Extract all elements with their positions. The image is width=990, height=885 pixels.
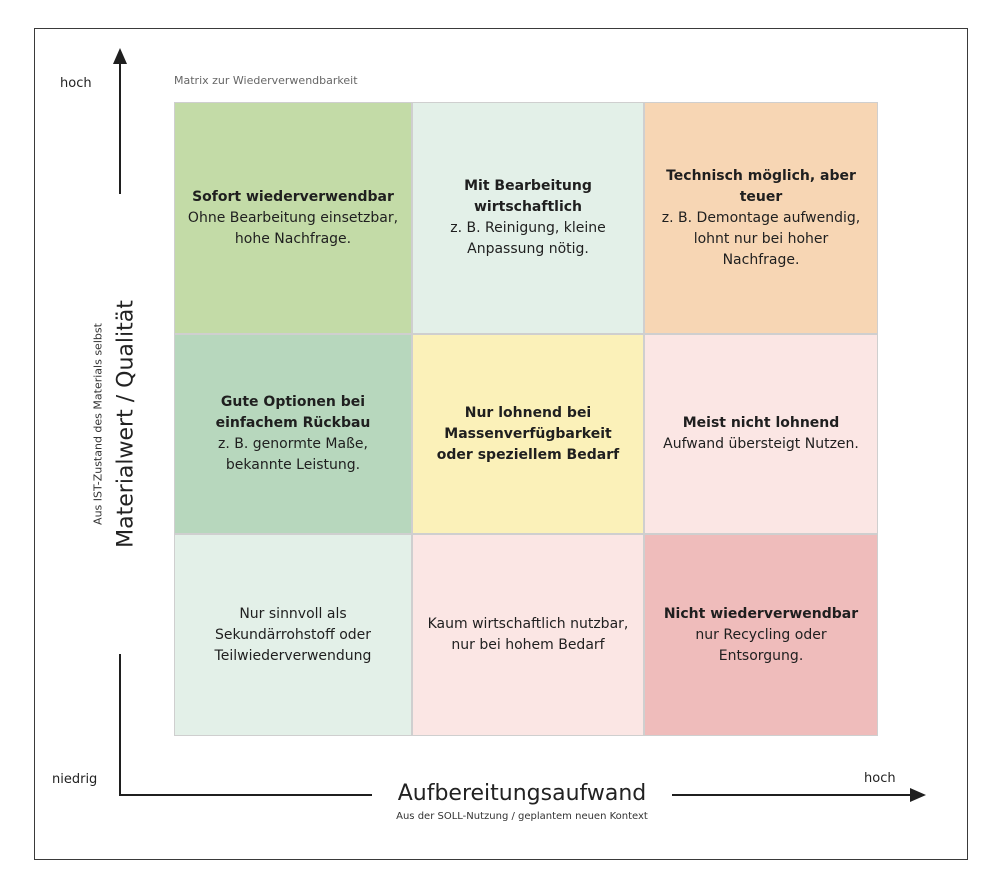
matrix-caption: Matrix zur Wiederverwendbarkeit — [174, 74, 358, 87]
cell-text: nur Recycling oder Entsorgung. — [695, 626, 827, 664]
cell-text: Nur sinnvoll als Sekundärrohstoff oder T… — [214, 605, 372, 664]
cell-hardly-economical: Kaum wirtschaftlich nutzbar, nur bei hoh… — [412, 534, 644, 736]
cell-text: z. B. genormte Maße, bekannte Leistung. — [218, 436, 368, 473]
diagram-frame — [34, 28, 968, 860]
cell-good-options-simple-dismantling: Gute Optionen bei einfachem Rückbau z. B… — [174, 334, 412, 534]
x-high-label: hoch — [864, 771, 896, 786]
cell-text: z. B. Reinigung, kleine Anpassung nötig. — [450, 220, 606, 257]
y-axis-arrowhead — [113, 48, 127, 64]
cell-immediately-reusable: Sofort wiederverwendbar Ohne Bearbeitung… — [174, 102, 412, 334]
cell-title: Gute Optionen bei einfachem Rückbau — [215, 394, 371, 431]
y-axis-title: Materialwert / Qualität — [113, 194, 139, 654]
cell-text: Kaum wirtschaftlich nutzbar, nur bei hoh… — [427, 616, 629, 653]
cell-text: Aufwand übersteigt Nutzen. — [663, 436, 859, 452]
cell-secondary-raw-material: Nur sinnvoll als Sekundärrohstoff oder T… — [174, 534, 412, 736]
cell-economical-with-processing: Mit Bearbeitung wirtschaftlich z. B. Rei… — [412, 102, 644, 334]
x-axis-subtitle: Aus der SOLL-Nutzung / geplantem neuen K… — [396, 811, 648, 822]
x-axis-arrowhead — [910, 788, 926, 802]
cell-text: Ohne Bearbeitung einsetzbar, hohe Nachfr… — [187, 209, 399, 247]
cell-title: Mit Bearbeitung wirtschaftlich — [464, 178, 592, 215]
cell-title: Nicht wiederverwendbar — [663, 605, 859, 622]
reusability-matrix: Sofort wiederverwendbar Ohne Bearbeitung… — [174, 102, 878, 736]
cell-mass-availability: Nur lohnend bei Massenverfügbarkeit oder… — [412, 334, 644, 534]
cell-technically-possible-expensive: Technisch möglich, aber teuer z. B. Demo… — [644, 102, 878, 334]
y-high-label: hoch — [60, 76, 92, 91]
cell-title: Technisch möglich, aber teuer — [666, 167, 856, 205]
cell-not-reusable: Nicht wiederverwendbar nur Recycling ode… — [644, 534, 878, 736]
y-low-label: niedrig — [52, 772, 98, 787]
y-axis-subtitle: Aus IST-Zustand des Materials selbst — [91, 323, 105, 525]
cell-title: Nur lohnend bei Massenverfügbarkeit oder… — [436, 404, 620, 463]
x-axis-title: Aufbereitungsaufwand — [372, 781, 672, 806]
cell-mostly-not-worthwhile: Meist nicht lohnend Aufwand übersteigt N… — [644, 334, 878, 534]
cell-title: Sofort wiederverwendbar — [192, 188, 394, 205]
cell-text: z. B. Demontage aufwendig, lohnt nur bei… — [661, 209, 861, 268]
cell-title: Meist nicht lohnend — [682, 415, 840, 431]
